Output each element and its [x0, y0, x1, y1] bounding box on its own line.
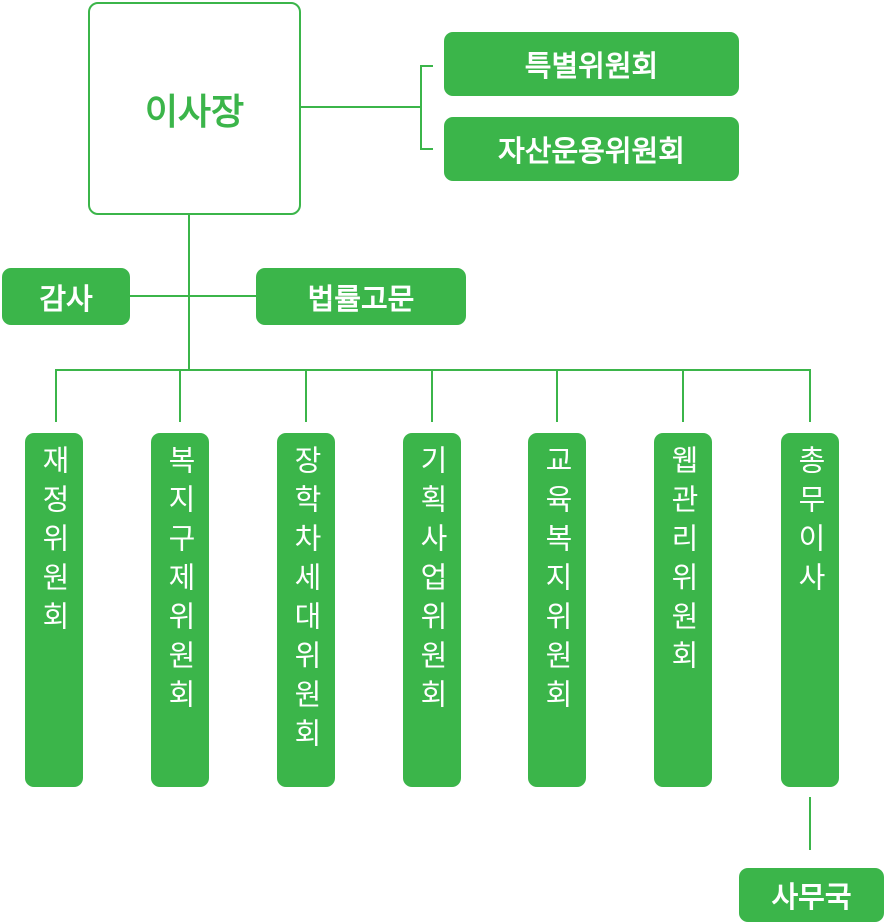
committee-label: 총무이사 — [793, 445, 827, 601]
auditor-node: 감사 — [2, 268, 130, 325]
committee-label: 재정위원회 — [37, 445, 71, 640]
connector-line — [556, 369, 558, 422]
connector-line — [682, 369, 684, 422]
chairman-node: 이사장 — [88, 2, 301, 215]
secretariat-node: 사무국 — [739, 868, 884, 922]
committee-label: 교육복지위원회 — [540, 445, 574, 718]
committee-node: 복지구제위원회 — [151, 433, 209, 787]
connector-line — [299, 106, 421, 108]
connector-line — [809, 797, 811, 850]
committee-label: 장학차세대위원회 — [289, 445, 323, 757]
connector-line — [179, 369, 181, 422]
connector-line — [420, 65, 422, 150]
committee-label: 웹관리위원회 — [666, 445, 700, 679]
connector-line — [809, 369, 811, 422]
connector-line — [55, 369, 811, 371]
committee-node: 교육복지위원회 — [528, 433, 586, 787]
committee-label: 복지구제위원회 — [163, 445, 197, 718]
committee-label: 기획사업위원회 — [415, 445, 449, 718]
legal-advisor-node: 법률고문 — [256, 268, 466, 325]
connector-line — [420, 65, 433, 67]
connector-line — [55, 369, 57, 422]
connector-line — [431, 369, 433, 422]
connector-line — [130, 295, 256, 297]
asset-committee-node: 자산운용위원회 — [444, 117, 739, 181]
committee-node: 웹관리위원회 — [654, 433, 712, 787]
committee-node: 재정위원회 — [25, 433, 83, 787]
connector-line — [188, 213, 190, 371]
special-committee-node: 특별위원회 — [444, 32, 739, 96]
committee-node: 기획사업위원회 — [403, 433, 461, 787]
connector-line — [420, 148, 433, 150]
connector-line — [305, 369, 307, 422]
general-affairs-node: 총무이사 — [781, 433, 839, 787]
committee-node: 장학차세대위원회 — [277, 433, 335, 787]
